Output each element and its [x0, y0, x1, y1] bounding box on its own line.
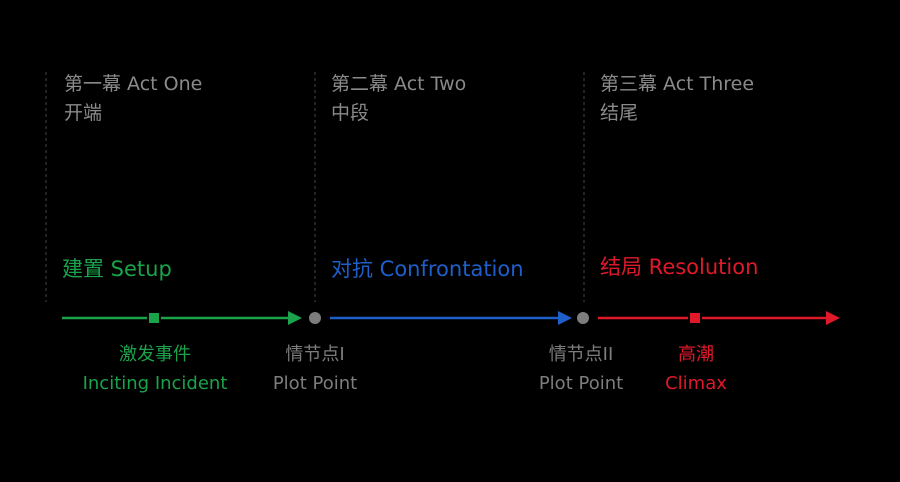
climax-cn: 高潮 — [678, 344, 714, 365]
plot-point-2-label: 情节点II Plot Point — [471, 340, 691, 398]
inciting-incident-label: 激发事件 Inciting Incident — [45, 340, 265, 398]
act-three-subtitle: 结尾 — [600, 102, 639, 124]
plot-point-1-marker — [309, 312, 321, 324]
plot-point-1-label: 情节点I Plot Point — [205, 340, 425, 398]
act-two-subtitle: 中段 — [331, 102, 370, 124]
plot-point-1-cn: 情节点I — [285, 344, 345, 365]
climax-marker — [688, 311, 702, 325]
act-two-header: 第二幕 Act Two 中段 — [331, 70, 466, 128]
climax-en: Climax — [665, 373, 727, 394]
plot-point-1-en: Plot Point — [272, 373, 358, 394]
phase-resolution-label: 结局 Resolution — [600, 255, 759, 279]
climax-label: 高潮 Climax — [586, 340, 806, 398]
inciting-incident-en: Inciting Incident — [82, 373, 228, 394]
phase-setup-label: 建置 Setup — [62, 257, 172, 281]
act-one-header: 第一幕 Act One 开端 — [64, 70, 202, 128]
resolution-arrowhead — [826, 311, 840, 325]
inciting-incident-marker — [147, 311, 161, 325]
act-two-title: 第二幕 Act Two — [331, 73, 467, 95]
phase-confrontation-label: 对抗 Confrontation — [331, 257, 524, 281]
act-three-title: 第三幕 Act Three — [600, 73, 755, 95]
inciting-incident-cn: 激发事件 — [119, 344, 191, 365]
plot-point-2-cn: 情节点II — [548, 344, 614, 365]
confrontation-arrowhead — [558, 311, 572, 325]
plot-point-2-en: Plot Point — [538, 373, 624, 394]
setup-arrowhead — [288, 311, 302, 325]
act-one-subtitle: 开端 — [64, 102, 103, 124]
plot-point-2-marker — [577, 312, 589, 324]
act-one-title: 第一幕 Act One — [64, 73, 203, 95]
act-three-header: 第三幕 Act Three 结尾 — [600, 70, 754, 128]
